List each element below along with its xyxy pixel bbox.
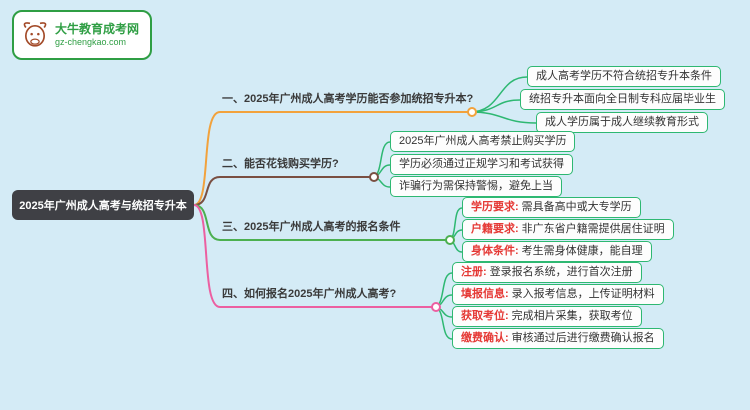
leaf-prefix: 填报信息: bbox=[461, 288, 509, 300]
bull-icon bbox=[23, 22, 47, 47]
branch-node-3: 三、2025年广州成人高考的报名条件 bbox=[220, 219, 455, 245]
leaf-text: 成人高考学历不符合统招专升本条件 bbox=[536, 70, 712, 82]
leaf-text: 非广东省户籍需提供居住证明 bbox=[521, 223, 665, 235]
logo-title: 大牛教育成考网 bbox=[55, 22, 140, 37]
link-root-branch-3 bbox=[193, 204, 221, 241]
branch-node-4: 四、如何报名2025年广州成人高考? bbox=[220, 286, 441, 312]
link-b1-leaf-2 bbox=[469, 99, 521, 113]
link-b1-leaf-3 bbox=[469, 111, 537, 124]
leaf-node-b4-2: 填报信息:录入报考信息，上传证明材料 bbox=[452, 284, 664, 305]
leaf-text: 审核通过后进行缴费确认报名 bbox=[511, 332, 655, 344]
branch-4-dot bbox=[431, 302, 441, 312]
leaf-text: 诈骗行为需保持警惕，避免上当 bbox=[399, 180, 553, 192]
leaf-text: 录入报考信息，上传证明材料 bbox=[511, 288, 655, 300]
leaf-text: 完成相片采集，获取考位 bbox=[511, 310, 633, 322]
leaf-text: 2025年广州成人高考禁止购买学历 bbox=[399, 135, 567, 147]
branch-4-label: 四、如何报名2025年广州成人高考? bbox=[222, 288, 397, 300]
link-root-branch-2 bbox=[193, 176, 221, 206]
leaf-node-b2-2: 学历必须通过正规学习和考试获得 bbox=[390, 154, 573, 175]
leaf-node-b3-3: 身体条件:考生需身体健康，能自理 bbox=[462, 241, 652, 262]
leaf-node-b2-1: 2025年广州成人高考禁止购买学历 bbox=[390, 131, 576, 152]
link-root-branch-1 bbox=[193, 111, 221, 206]
leaf-node-b2-3: 诈骗行为需保持警惕，避免上当 bbox=[390, 176, 562, 197]
branch-2-label: 二、能否花钱购买学历? bbox=[222, 158, 339, 170]
leaf-text: 需具备高中或大专学历 bbox=[521, 201, 632, 213]
leaf-prefix: 获取考位: bbox=[461, 310, 509, 322]
leaf-prefix: 注册: bbox=[461, 266, 487, 278]
leaf-node-b4-4: 缴费确认:审核通过后进行缴费确认报名 bbox=[452, 328, 664, 349]
link-root-branch-4 bbox=[193, 204, 221, 308]
branch-3-label: 三、2025年广州成人高考的报名条件 bbox=[222, 221, 401, 233]
leaf-prefix: 学历要求: bbox=[471, 201, 519, 213]
site-logo: 大牛教育成考网 gz-chengkao.com bbox=[12, 10, 152, 60]
branch-1-label: 一、2025年广州成人高考学历能否参加统招专升本? bbox=[222, 93, 474, 105]
leaf-prefix: 身体条件: bbox=[471, 245, 519, 257]
branch-2-dot bbox=[369, 172, 379, 182]
leaf-text: 登录报名系统，进行首次注册 bbox=[489, 266, 633, 278]
leaf-text: 学历必须通过正规学习和考试获得 bbox=[399, 158, 564, 170]
leaf-text: 成人学历属于成人继续教育形式 bbox=[545, 116, 699, 128]
leaf-node-b1-3: 成人学历属于成人继续教育形式 bbox=[536, 112, 708, 133]
leaf-node-b3-1: 学历要求:需具备高中或大专学历 bbox=[462, 197, 641, 218]
root-node: 2025年广州成人高考与统招专升本 bbox=[12, 190, 194, 220]
leaf-text: 统招专升本面向全日制专科应届毕业生 bbox=[529, 93, 716, 105]
leaf-node-b1-1: 成人高考学历不符合统招专升本条件 bbox=[527, 66, 721, 87]
branch-node-2: 二、能否花钱购买学历? bbox=[220, 156, 379, 182]
leaf-node-b4-1: 注册:登录报名系统，进行首次注册 bbox=[452, 262, 642, 283]
branch-3-dot bbox=[445, 235, 455, 245]
branch-1-dot bbox=[467, 107, 477, 117]
link-b1-leaf-1 bbox=[469, 76, 528, 113]
branch-node-1: 一、2025年广州成人高考学历能否参加统招专升本? bbox=[220, 91, 477, 117]
logo-text: 大牛教育成考网 gz-chengkao.com bbox=[55, 22, 139, 47]
logo-url: gz-chengkao.com bbox=[55, 36, 127, 47]
leaf-prefix: 缴费确认: bbox=[461, 332, 509, 344]
root-branch-links bbox=[193, 111, 221, 308]
leaf-prefix: 户籍要求: bbox=[471, 223, 519, 235]
leaf-node-b3-2: 户籍要求:非广东省户籍需提供居住证明 bbox=[462, 219, 674, 240]
leaf-node-b1-2: 统招专升本面向全日制专科应届毕业生 bbox=[520, 89, 725, 110]
leaf-text: 考生需身体健康，能自理 bbox=[521, 245, 643, 257]
leaf-node-b4-3: 获取考位:完成相片采集，获取考位 bbox=[452, 306, 642, 327]
